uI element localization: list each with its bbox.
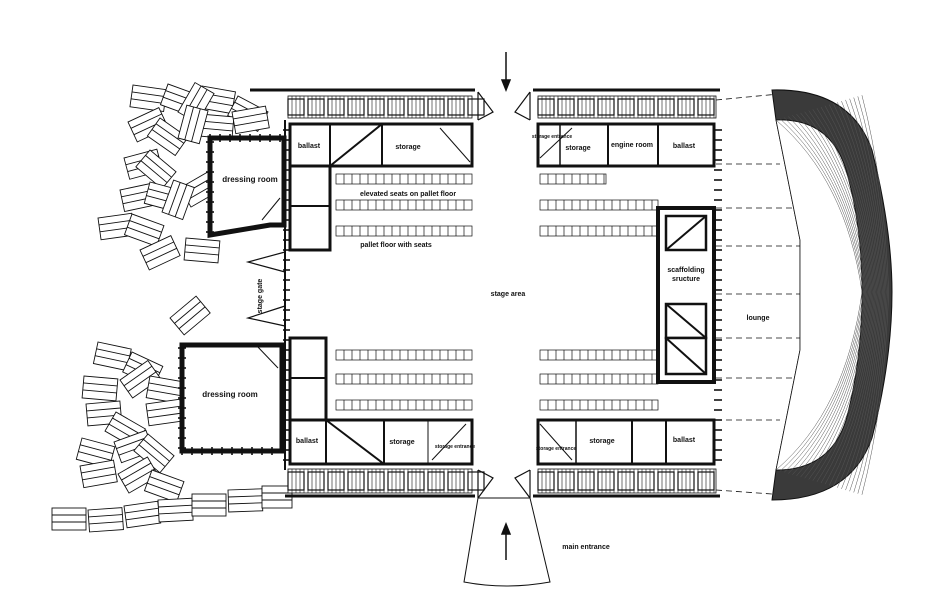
label-ballast-top: ballast (298, 143, 321, 150)
top-pallet-strip (287, 95, 717, 119)
entrance-ramp (463, 497, 551, 587)
dressing-room-bottom (179, 342, 285, 454)
label-dressing-room-bottom: dressing room (202, 390, 258, 399)
label-dressing-room-top: dressing room (222, 175, 278, 184)
label-lounge: lounge (747, 315, 770, 322)
label-ballast-top-right: ballast (673, 143, 696, 150)
label-engine-room: engine room (611, 142, 653, 149)
seat-row (539, 399, 659, 411)
bottom-right-rooms (536, 418, 716, 466)
label-stage-gate: stage gate (257, 279, 264, 314)
label-storage-top: storage (395, 144, 420, 151)
wall-hatches (178, 129, 722, 461)
top-right-rooms (536, 122, 716, 168)
dressing-room-top (207, 135, 287, 238)
seat-row (335, 173, 473, 185)
label-ballast-bottom-right: ballast (673, 437, 696, 444)
label-elevated-seats: elevated seats on pallet floor (360, 191, 456, 198)
seating-rows (335, 173, 659, 411)
label-ballast-bottom: ballast (296, 438, 319, 445)
seat-row (335, 373, 473, 385)
seat-row (539, 199, 659, 211)
top-entrance-gate (477, 91, 531, 121)
bow-hull (771, 89, 893, 501)
arrow-bottom (500, 521, 512, 560)
label-storage-entrance-top: storage entrance (532, 134, 573, 140)
seat-row (335, 399, 473, 411)
seat-row (539, 373, 659, 385)
label-main-entrance: main entrance (562, 544, 610, 551)
bottom-pallet-strip (287, 468, 717, 494)
bottom-left-rooms (288, 336, 474, 466)
top-left-rooms (288, 122, 474, 252)
label-stage-area: stage area (491, 291, 526, 298)
seat-row (539, 173, 607, 185)
seat-row (539, 349, 659, 361)
label-storage-bottom: storage (389, 439, 414, 446)
arrow-top (500, 52, 512, 93)
label-storage-bottom-right: storage (589, 438, 614, 445)
label-pallet-floor: pallet floor with seats (360, 242, 432, 249)
stage-gate (245, 251, 286, 327)
scaffolding-structure (656, 206, 716, 384)
deck-outline (250, 88, 720, 498)
bottom-entrance-gate (477, 469, 531, 499)
seat-row (335, 349, 473, 361)
seat-row (539, 225, 659, 237)
label-storage-entrance-bottom-right: storage entrance (536, 446, 577, 452)
seat-row (335, 225, 473, 237)
label-storage-entrance-bottom: storage entrance (435, 444, 476, 450)
label-storage-top-right: storage (565, 145, 590, 152)
seat-row (335, 199, 473, 211)
